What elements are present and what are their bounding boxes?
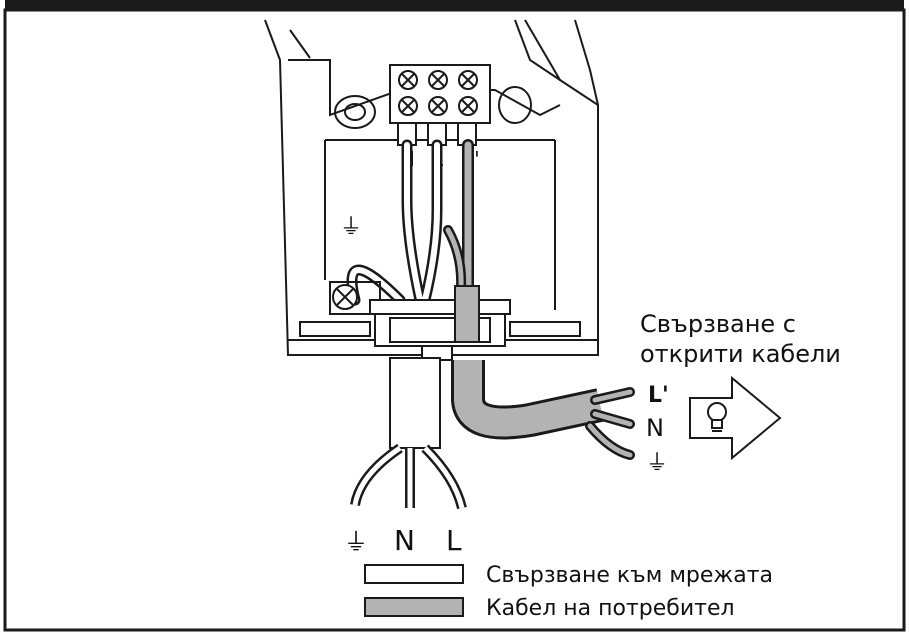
legend-label-mains: Свързване към мрежата — [486, 563, 773, 588]
open-wires-title-line1: Свързване с — [640, 310, 796, 338]
mains-label-earth: ⏚ — [344, 528, 368, 556]
open-wire-label-l-prime: L' — [648, 383, 669, 408]
lightbulb-icon — [707, 402, 727, 432]
mains-label-l: L — [446, 524, 462, 557]
mains-cable — [350, 357, 467, 510]
lamp-arrow — [689, 375, 782, 461]
open-wires-title-line2: открити кабели — [640, 340, 841, 368]
open-wire-label-n: N — [646, 414, 664, 442]
legend-swatch-mains — [364, 564, 464, 584]
mains-label-n: N — [394, 524, 415, 557]
top-bar — [5, 0, 904, 10]
cable-clamp — [369, 285, 511, 361]
legend-label-consumer: Кабел на потребител — [486, 596, 735, 621]
open-wire-label-earth: ⏚ — [646, 451, 668, 476]
earth-screw — [329, 281, 381, 315]
inner-earth-symbol: ⏚ — [340, 215, 362, 240]
legend-swatch-consumer — [364, 597, 464, 617]
consumer-cable — [451, 360, 635, 460]
terminal-block — [389, 64, 491, 146]
